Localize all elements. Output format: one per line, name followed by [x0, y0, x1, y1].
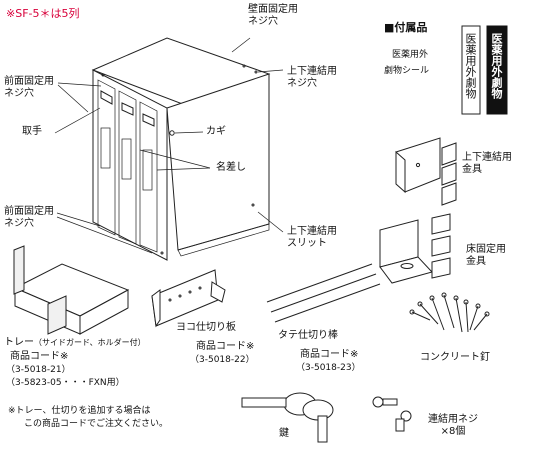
label-key-lock: カギ [206, 126, 226, 137]
screw-illustration [372, 396, 412, 432]
label-handle: 取手 [22, 126, 42, 137]
leader-lines [54, 37, 284, 254]
seal-black: 医薬用外劇物 [490, 33, 503, 99]
seal-black-box [486, 25, 508, 115]
tray-sub: （サイドガード、ホルダー付） [34, 338, 146, 347]
label-front-screw-bottom: 前面固定用 ネジ穴 [4, 206, 54, 229]
concrete-nail-illustration [409, 292, 490, 333]
model-note: ※SF-5＊は5列 [6, 7, 80, 20]
label-wall-screw: 壁面固定用 ネジ穴 [248, 4, 298, 27]
divider-rod-code-label: 商品コード※ [300, 349, 359, 360]
divider-plate-code-label: 商品コード※ [196, 341, 255, 352]
label-connect-screw: 連結用ネジ ×8個 [428, 414, 478, 437]
label-top-bottom-screw: 上下連結用 ネジ穴 [287, 66, 337, 89]
tray-illustration [13, 245, 130, 335]
label-divider-rod: タテ仕切り棒 [278, 330, 338, 341]
label-divider-plate: ヨコ仕切り板 [176, 322, 236, 333]
floor-bracket-illustration [379, 213, 451, 284]
seal-caption-2: 劇物シール [384, 66, 430, 76]
divider-plate-code: （3-5018-22） [190, 355, 255, 365]
connect-bracket-illustration [395, 137, 457, 206]
label-front-screw-top: 前面固定用 ネジ穴 [4, 76, 54, 99]
label-floor-bracket: 床固定用 金具 [466, 244, 506, 267]
seal-white: 医薬用外劇物 [464, 33, 477, 99]
label-connect-bracket: 上下連結用 金具 [462, 152, 512, 175]
footnote-line1: ※トレー、仕切りを追加する場合は [8, 406, 151, 416]
divider-rod-code: （3-5018-23） [296, 363, 361, 373]
label-concrete-nail: コンクリート釘 [420, 352, 490, 363]
key-illustration [241, 392, 334, 443]
seal-white-box [461, 25, 481, 115]
divider-plate-illustration [151, 269, 226, 328]
accessories-title: ■付属品 [384, 21, 428, 34]
tray-code-2: （3-5823-05・・・FXN用） [6, 378, 125, 388]
tray-code-label: 商品コード※ [10, 351, 69, 362]
tray-title: トレー（サイドガード、ホルダー付） [4, 337, 146, 349]
label-name-plate: 名差し [216, 162, 246, 173]
label-top-bottom-slit: 上下連結用 スリット [287, 226, 337, 249]
tray-code-1: （3-5018-21） [6, 365, 71, 375]
footnote-line2: この商品コードでご注文ください。 [24, 419, 169, 429]
divider-rod-illustration [266, 263, 381, 323]
tray-title-text: トレー [4, 337, 34, 348]
seal-caption-1: 医薬用外 [392, 50, 429, 60]
label-key: 鍵 [279, 428, 289, 439]
cabinet-illustration [91, 37, 271, 261]
